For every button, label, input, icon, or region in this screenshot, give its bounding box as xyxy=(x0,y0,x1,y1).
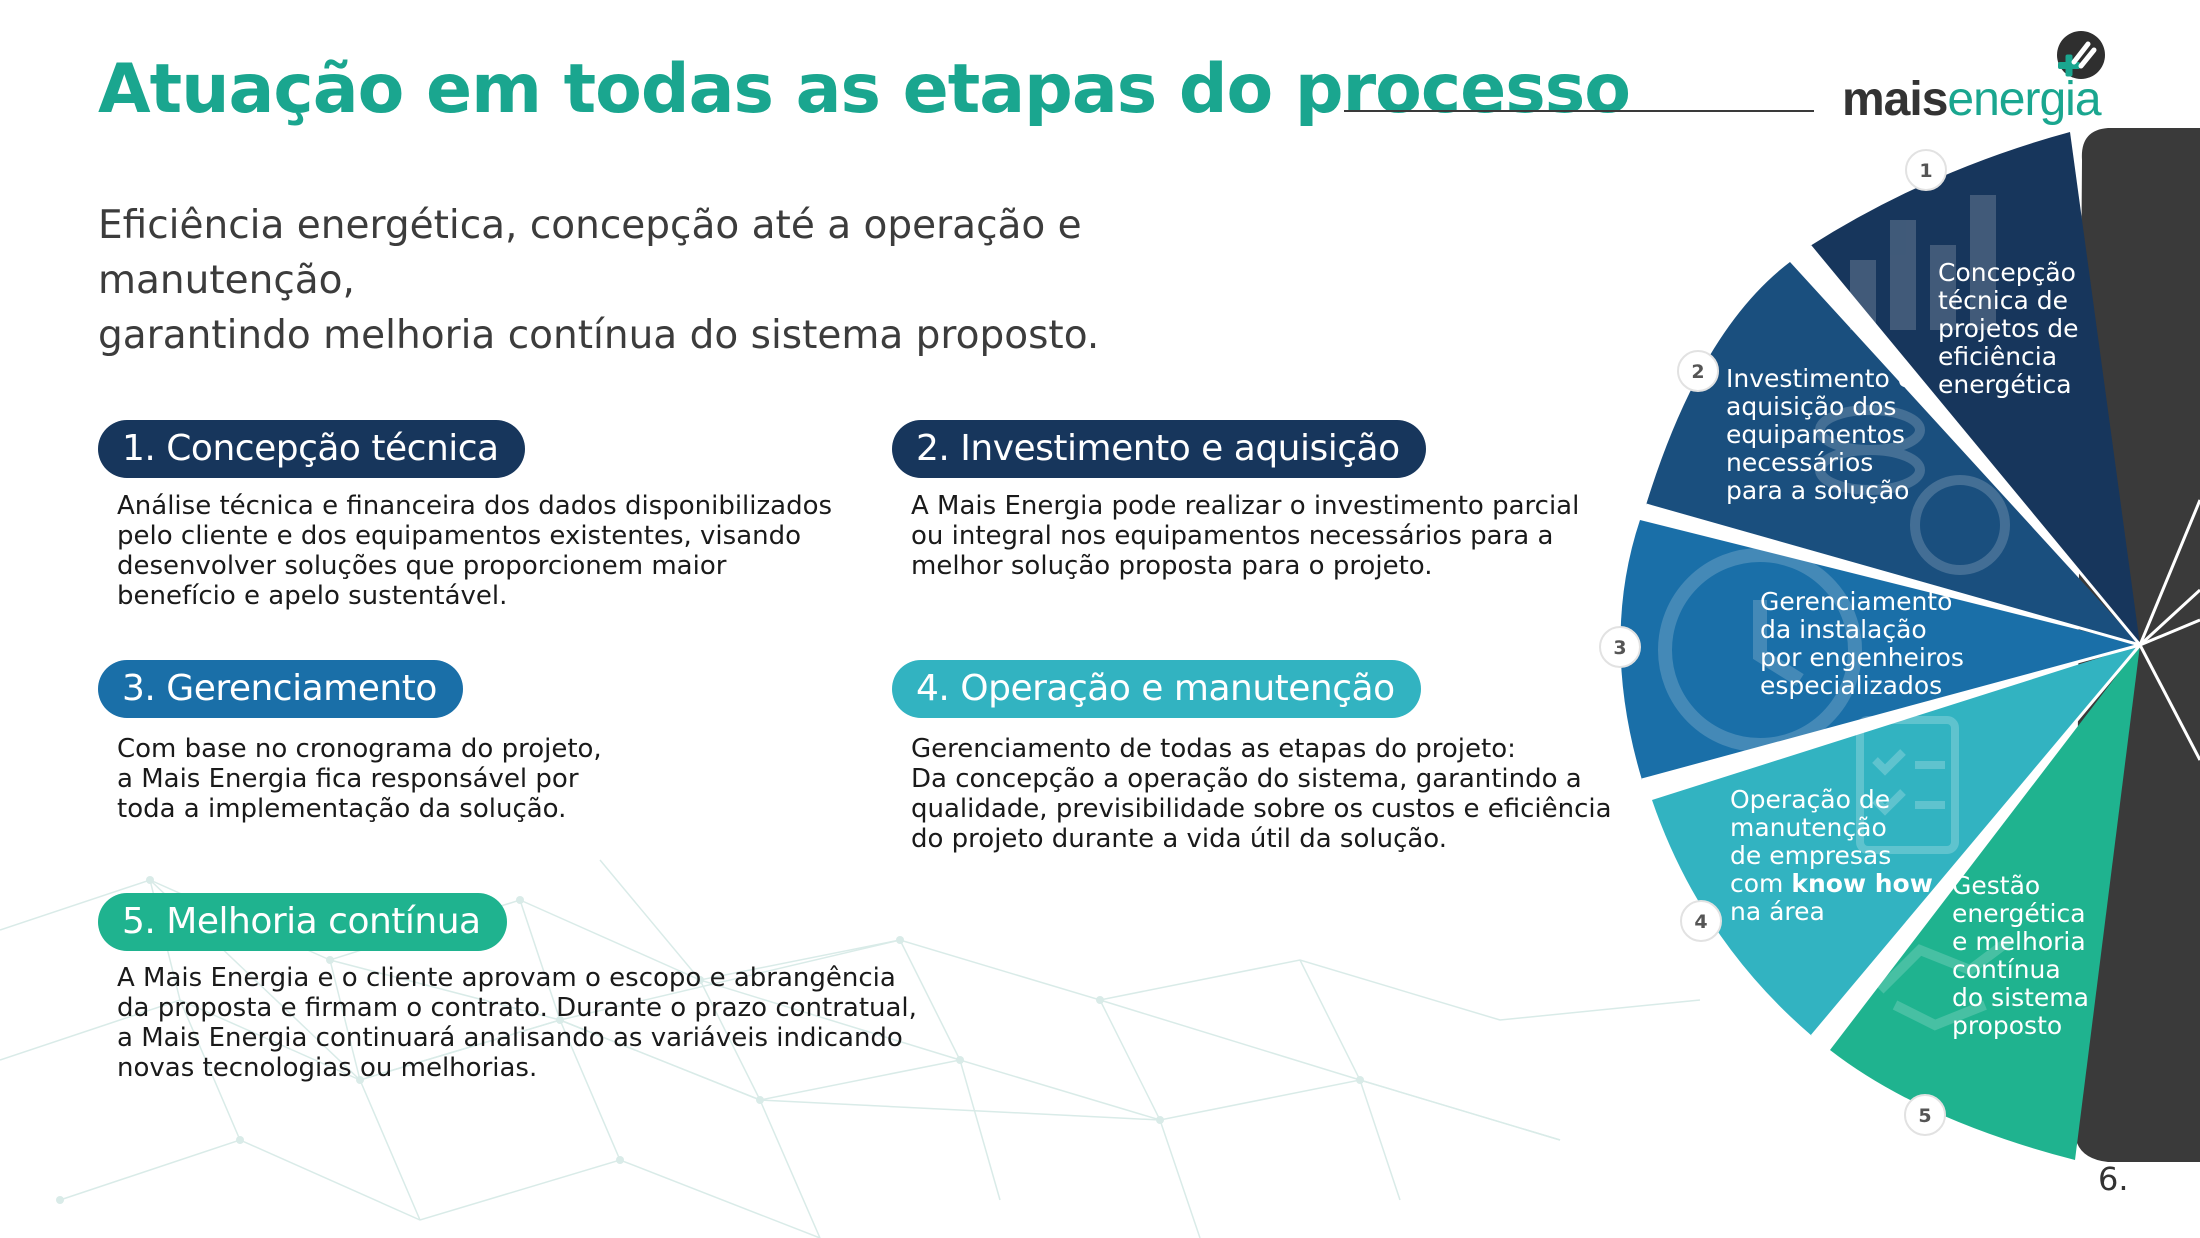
step-3-description: Com base no cronograma do projeto,a Mais… xyxy=(117,734,602,824)
segment-3-label: Gerenciamento da instalação por engenhei… xyxy=(1760,587,1972,700)
page-subtitle: Eficiência energética, concepção até a o… xyxy=(98,198,1298,363)
process-wheel: Concepção técnica de projetos de eficiên… xyxy=(1599,128,2200,1162)
wheel-segment-5 xyxy=(1830,645,2140,1160)
step-5-description: A Mais Energia e o cliente aprovam o esc… xyxy=(117,963,917,1083)
svg-text:1: 1 xyxy=(1919,160,1932,182)
step-2-description: A Mais Energia pode realizar o investime… xyxy=(911,491,1580,581)
segment-5-label: Gestão energética e melhoria contínua do… xyxy=(1952,871,2097,1040)
segment-2-number-badge: 2 xyxy=(1677,350,1719,392)
segment-3-number-badge: 3 xyxy=(1599,626,1641,668)
segment-4-number-badge: 4 xyxy=(1680,900,1722,942)
step-5-title: 5. Melhoria contínua xyxy=(98,893,507,951)
wheel-segment-4 xyxy=(1652,645,2140,1036)
step-4-description: Gerenciamento de todas as etapas do proj… xyxy=(911,734,1612,854)
logo-plus-icon xyxy=(2057,31,2105,79)
segment-4-label: Operação de manutenção de empresas com k… xyxy=(1730,785,1941,926)
subtitle-line: Eficiência energética, concepção até a o… xyxy=(98,203,1082,303)
svg-text:2: 2 xyxy=(1691,361,1704,383)
wheel-separators xyxy=(1641,245,2200,1037)
svg-text:4: 4 xyxy=(1694,911,1707,933)
page-number: 6. xyxy=(2098,1160,2129,1198)
mais-energia-logo: maisenergia xyxy=(1838,22,2118,132)
wheel-segment-3 xyxy=(1620,520,2140,780)
segment-1-number-badge: 1 xyxy=(1905,149,1947,191)
segment-2-coins-icon xyxy=(1815,405,2010,575)
wheel-segment-2 xyxy=(1646,262,2140,645)
page-title: Atuação em todas as etapas do processo xyxy=(98,50,1631,129)
svg-text:3: 3 xyxy=(1613,637,1626,659)
title-divider xyxy=(1344,110,1814,112)
svg-text:5: 5 xyxy=(1918,1105,1931,1127)
step-2-title: 2. Investimento e aquisição xyxy=(892,420,1426,478)
step-1-description: Análise técnica e financeira dos dados d… xyxy=(117,491,833,611)
step-3-title: 3. Gerenciamento xyxy=(98,660,463,718)
logo-wordmark: maisenergia xyxy=(1842,73,2102,126)
segment-5-number-badge: 5 xyxy=(1904,1094,1946,1136)
segment-2-label: Investimento e aquisição dos equipamento… xyxy=(1726,364,1921,505)
segment-4-checklist-icon xyxy=(1856,716,1959,854)
segment-1-label: Concepção técnica de projetos de eficiên… xyxy=(1938,258,2087,399)
segment-3-clock-icon xyxy=(1658,548,1862,752)
wheel-segment-1 xyxy=(1810,132,2140,645)
segment-1-chart-icon xyxy=(1850,195,1996,330)
step-4-title: 4. Operação e manutenção xyxy=(892,660,1421,718)
step-1-title: 1. Concepção técnica xyxy=(98,420,525,478)
segment-5-handshake-icon xyxy=(1876,936,2013,1031)
subtitle-line: garantindo melhoria contínua do sistema … xyxy=(98,313,1100,358)
